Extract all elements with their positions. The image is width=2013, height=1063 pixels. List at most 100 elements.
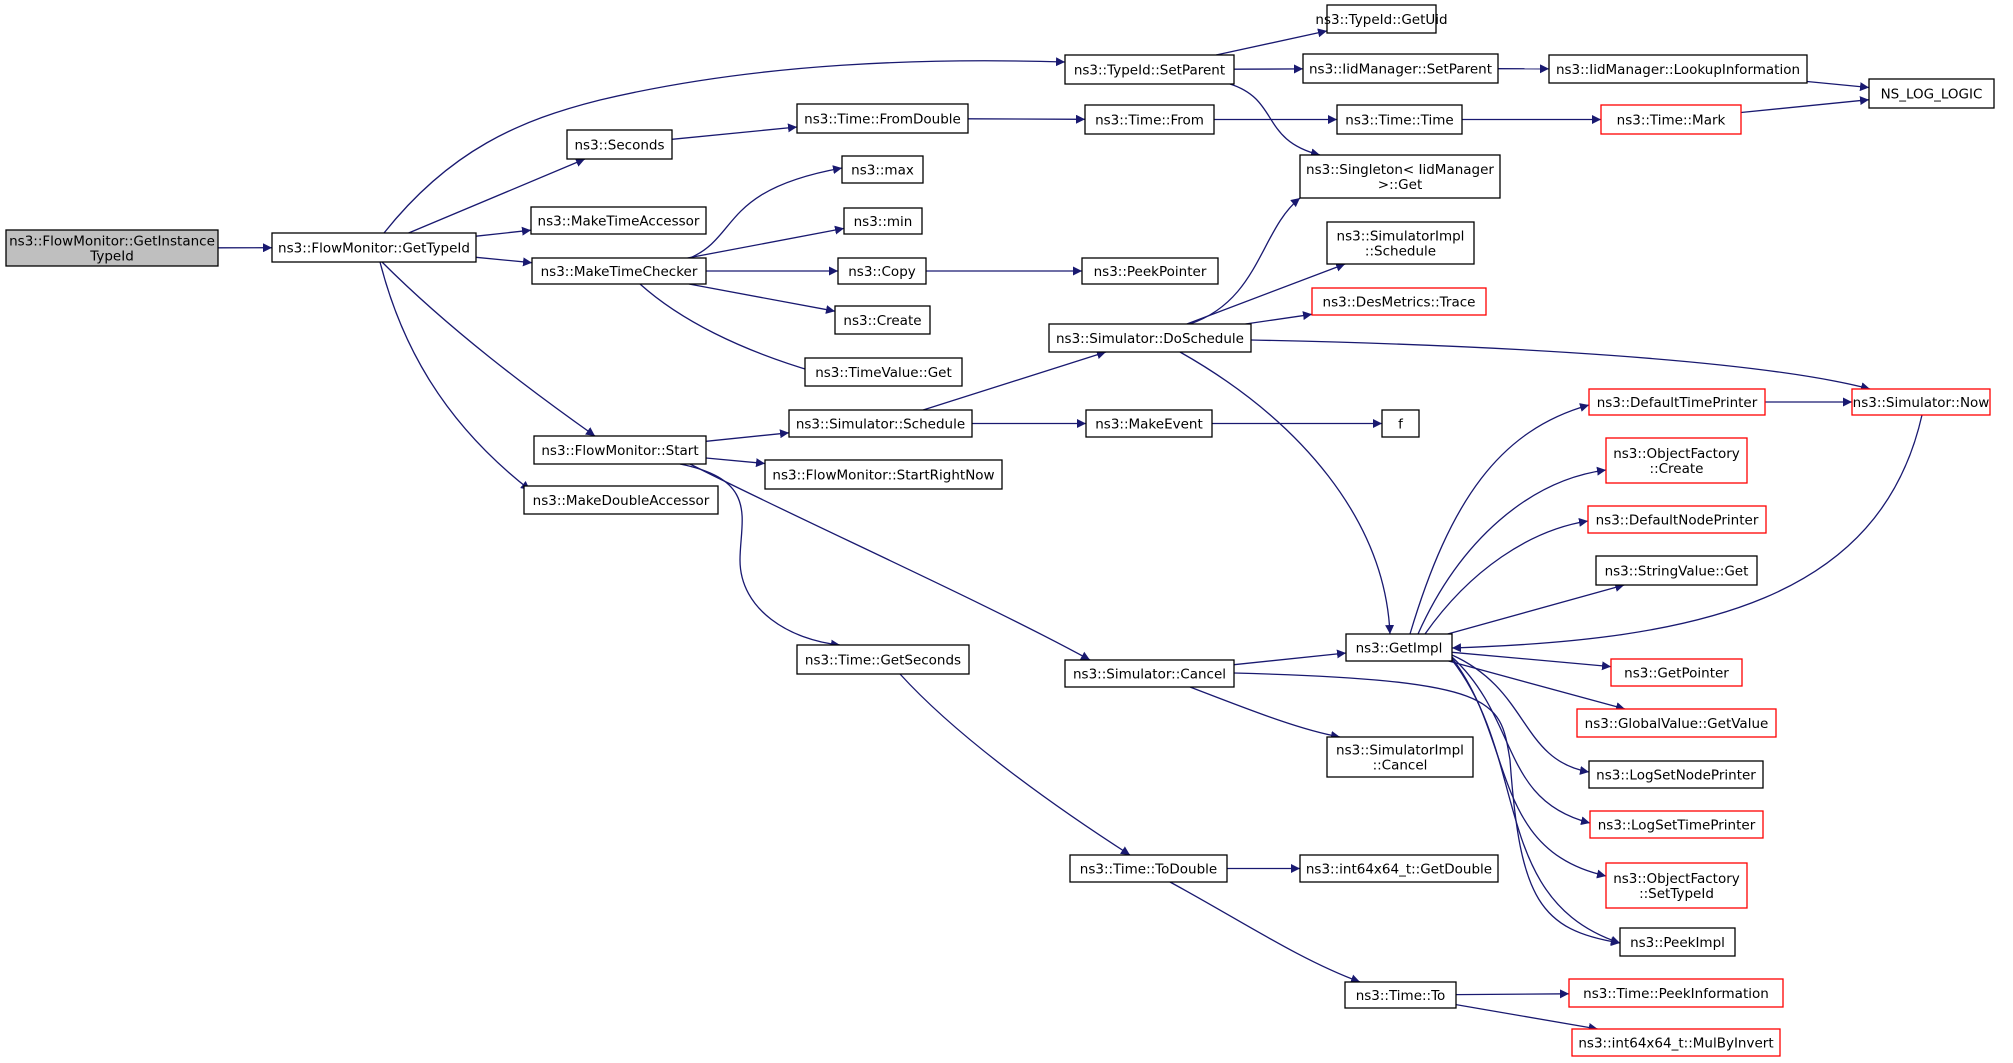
node-peekpointer[interactable]: ns3::PeekPointer xyxy=(1081,257,1219,285)
node-label: ns3::MakeEvent xyxy=(1095,416,1203,432)
node-timefrom[interactable]: ns3::Time::From xyxy=(1084,104,1215,135)
edge-maketimechecker-to-min xyxy=(687,225,845,259)
node-box xyxy=(1568,978,1784,1008)
node-globalvalue[interactable]: ns3::GlobalValue::GetValue xyxy=(1576,708,1777,738)
node-label: ns3::DefaultTimePrinter xyxy=(1597,395,1758,411)
node-timemark[interactable]: ns3::Time::Mark xyxy=(1600,104,1742,135)
node-simcancel[interactable]: ns3::Simulator::Cancel xyxy=(1064,659,1235,688)
edge-simschedule-to-doschedule xyxy=(922,350,1107,411)
edge-gettypeid-to-flowstart xyxy=(381,261,596,437)
node-timetodouble[interactable]: ns3::Time::ToDouble xyxy=(1069,854,1228,883)
node-label: ns3::max xyxy=(851,162,914,178)
node-create[interactable]: ns3::Create xyxy=(834,305,931,335)
node-box xyxy=(843,207,923,235)
node-nsloglogic[interactable]: NS_LOG_LOGIC xyxy=(1868,78,1995,109)
node-getseconds[interactable]: ns3::Time::GetSeconds xyxy=(796,644,970,675)
edge-flowstart-to-simschedule xyxy=(705,429,790,442)
node-objfactorycreate[interactable]: ns3::ObjectFactory::Create xyxy=(1605,437,1748,484)
node-label: ns3::Create xyxy=(843,313,921,329)
node-label: ns3::FlowMonitor::StartRightNow xyxy=(772,467,994,483)
node-box xyxy=(796,644,970,675)
node-peekimpl[interactable]: ns3::PeekImpl xyxy=(1619,927,1736,957)
node-timetime[interactable]: ns3::Time::Time xyxy=(1336,104,1463,135)
node-desmetrics[interactable]: ns3::DesMetrics::Trace xyxy=(1311,287,1487,316)
node-box xyxy=(1605,862,1748,909)
edge-doschedule-to-singleton xyxy=(1189,197,1301,325)
node-label: ns3::Copy xyxy=(848,264,916,280)
node-defaulttimeprinter[interactable]: ns3::DefaultTimePrinter xyxy=(1588,388,1766,416)
node-box xyxy=(271,232,477,263)
node-simnow[interactable]: ns3::Simulator::Now xyxy=(1851,388,1991,416)
node-singleton[interactable]: ns3::Singleton< IidManager>::Get xyxy=(1299,154,1501,199)
node-timeto[interactable]: ns3::Time::To xyxy=(1344,981,1457,1009)
edge-getimpl-to-logsetnodeprinter xyxy=(1451,654,1590,775)
node-box xyxy=(1064,659,1235,688)
node-seconds[interactable]: ns3::Seconds xyxy=(566,129,673,160)
node-copy[interactable]: ns3::Copy xyxy=(837,257,927,285)
node-box xyxy=(788,409,973,438)
edge-timeto-to-mulbyinvert xyxy=(1455,1003,1598,1032)
node-logsetnodeprinter[interactable]: ns3::LogSetNodePrinter xyxy=(1588,760,1764,789)
node-box xyxy=(1302,53,1499,84)
node-simschedule[interactable]: ns3::Simulator::Schedule xyxy=(788,409,973,438)
node-label: ns3::FlowMonitor::Start xyxy=(541,443,698,459)
node-maketimechecker[interactable]: ns3::MakeTimeChecker xyxy=(531,257,707,285)
node-getimpl[interactable]: ns3::GetImpl xyxy=(1345,633,1453,662)
node-max[interactable]: ns3::max xyxy=(841,155,924,184)
node-getpointer[interactable]: ns3::GetPointer xyxy=(1610,658,1743,687)
node-flowstart[interactable]: ns3::FlowMonitor::Start xyxy=(533,435,707,465)
node-label: ns3::FlowMonitor::GetInstance xyxy=(9,233,215,249)
node-label: ns3::SimulatorImpl xyxy=(1337,228,1465,244)
node-makedoubleaccessor[interactable]: ns3::MakeDoubleAccessor xyxy=(523,485,719,515)
edge-getimpl-to-objfactorysettypeid xyxy=(1451,657,1607,879)
node-min[interactable]: ns3::min xyxy=(843,207,923,235)
node-label: ns3::IidManager::SetParent xyxy=(1309,61,1492,77)
node-stringvalueget[interactable]: ns3::StringValue::Get xyxy=(1595,555,1758,586)
edge-lookupinfo-to-nsloglogic xyxy=(1806,80,1870,92)
edge-gettypeid-to-setparent xyxy=(383,57,1066,234)
node-label: ns3::Time::PeekInformation xyxy=(1583,986,1769,1002)
node-box xyxy=(1595,555,1758,586)
node-box xyxy=(1064,54,1235,85)
node-box xyxy=(1084,104,1215,135)
node-label: ns3::GetImpl xyxy=(1356,640,1443,656)
node-box xyxy=(1069,854,1228,883)
node-box xyxy=(1851,388,1991,416)
node-doschedule[interactable]: ns3::Simulator::DoSchedule xyxy=(1048,323,1252,353)
node-iidsetparent[interactable]: ns3::IidManager::SetParent xyxy=(1302,53,1499,84)
node-logsettimeprinter[interactable]: ns3::LogSetTimePrinter xyxy=(1589,810,1764,839)
edge-getimpl-to-globalvalue xyxy=(1448,660,1626,711)
node-getdouble[interactable]: ns3::int64x64_t::GetDouble xyxy=(1299,854,1499,883)
node-defaultnodeprinter[interactable]: ns3::DefaultNodePrinter xyxy=(1587,505,1767,534)
node-label: ns3::PeekPointer xyxy=(1094,264,1207,280)
node-timevalueget[interactable]: ns3::TimeValue::Get xyxy=(804,357,963,387)
node-label: ns3::Time::ToDouble xyxy=(1080,861,1217,877)
node-getuid[interactable]: ns3::TypeId::GetUid xyxy=(1315,4,1448,34)
node-box xyxy=(1588,388,1766,416)
node-gettypeid[interactable]: ns3::FlowMonitor::GetTypeId xyxy=(271,232,477,263)
node-label: ns3::Time::Time xyxy=(1345,112,1453,128)
node-lookupinfo[interactable]: ns3::IidManager::LookupInformation xyxy=(1548,54,1808,84)
node-label: ns3::ObjectFactory xyxy=(1613,446,1740,462)
node-label: ns3::int64x64_t::MulByInvert xyxy=(1578,1035,1773,1051)
node-box xyxy=(1605,437,1748,484)
node-mulbyinvert[interactable]: ns3::int64x64_t::MulByInvert xyxy=(1571,1028,1781,1057)
edge-gettypeid-to-makedoubleaccessor xyxy=(379,261,531,491)
node-setparent[interactable]: ns3::TypeId::SetParent xyxy=(1064,54,1235,85)
node-simimplschedule[interactable]: ns3::SimulatorImpl::Schedule xyxy=(1326,221,1475,265)
node-label: ns3::Singleton< IidManager xyxy=(1306,162,1494,178)
node-label: >::Get xyxy=(1378,177,1422,193)
node-simimplcancel[interactable]: ns3::SimulatorImpl::Cancel xyxy=(1326,736,1474,778)
node-peekinformation[interactable]: ns3::Time::PeekInformation xyxy=(1568,978,1784,1008)
node-startrightnow[interactable]: ns3::FlowMonitor::StartRightNow xyxy=(764,459,1003,490)
node-f[interactable]: f xyxy=(1381,409,1420,438)
node-label: ::Create xyxy=(1650,461,1704,477)
node-label: ns3::LogSetTimePrinter xyxy=(1598,817,1756,833)
node-maketimeaccessor[interactable]: ns3::MakeTimeAccessor xyxy=(530,206,707,235)
node-objfactorysettypeid[interactable]: ns3::ObjectFactory::SetTypeId xyxy=(1605,862,1748,909)
node-fromdouble[interactable]: ns3::Time::FromDouble xyxy=(796,103,969,134)
node-box xyxy=(1587,505,1767,534)
node-makeevent[interactable]: ns3::MakeEvent xyxy=(1085,409,1213,438)
